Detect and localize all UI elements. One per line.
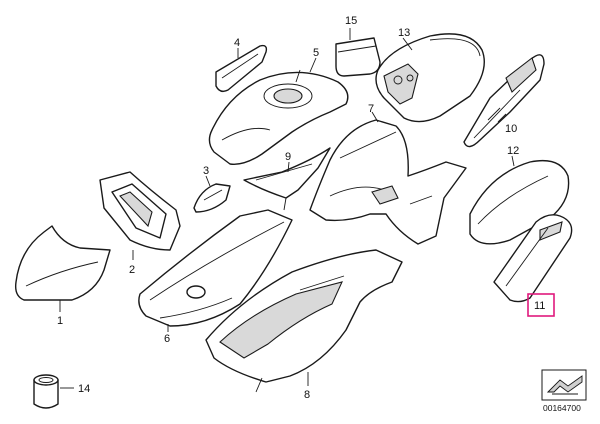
leader-5	[309, 57, 317, 73]
leader-10	[497, 113, 507, 123]
leader-13	[402, 37, 413, 51]
leader-7	[371, 111, 379, 123]
part-4-trim[interactable]	[215, 44, 268, 93]
part-label-12: 12	[507, 145, 519, 157]
highlight-box	[527, 293, 555, 317]
part-9-bracket[interactable]	[243, 147, 331, 211]
part-13-seat-cover[interactable]	[375, 33, 485, 123]
part-10-side-panel[interactable]	[463, 54, 545, 148]
reference-number: 00164700	[543, 403, 581, 413]
part-label-10: 10	[505, 123, 517, 135]
part-label-6: 6	[164, 333, 170, 345]
part-label-4: 4	[234, 37, 240, 49]
part-label-8: 8	[304, 389, 310, 401]
part-label-9: 9	[285, 151, 291, 163]
part-label-13: 13	[398, 27, 410, 39]
part-1-nose[interactable]	[14, 225, 111, 301]
part-label-3: 3	[203, 165, 209, 177]
reference-arrow-icon	[541, 369, 587, 401]
part-11-panel[interactable]	[493, 214, 573, 303]
part-label-5: 5	[313, 47, 319, 59]
part-label-14: 14	[78, 383, 90, 395]
part-label-7: 7	[368, 103, 374, 115]
part-5-tank-cover[interactable]	[208, 69, 349, 165]
part-label-15: 15	[345, 15, 357, 27]
leader-9	[287, 161, 290, 173]
leader-12	[511, 155, 515, 167]
part-15-cap[interactable]	[335, 37, 381, 77]
part-label-2: 2	[129, 264, 135, 276]
part-12-cushion[interactable]	[469, 159, 570, 245]
part-14-cylinder[interactable]	[33, 374, 59, 409]
part-label-11: 11	[534, 300, 545, 312]
part-6-side-panel[interactable]	[138, 209, 293, 327]
part-7-fairing-body[interactable]	[309, 119, 467, 245]
leader-3	[205, 175, 211, 187]
part-2-headlight-frame[interactable]	[99, 171, 181, 251]
part-8-lower-fairing[interactable]	[205, 249, 403, 393]
part-3-clip[interactable]	[193, 183, 231, 213]
part-label-1: 1	[57, 315, 63, 327]
